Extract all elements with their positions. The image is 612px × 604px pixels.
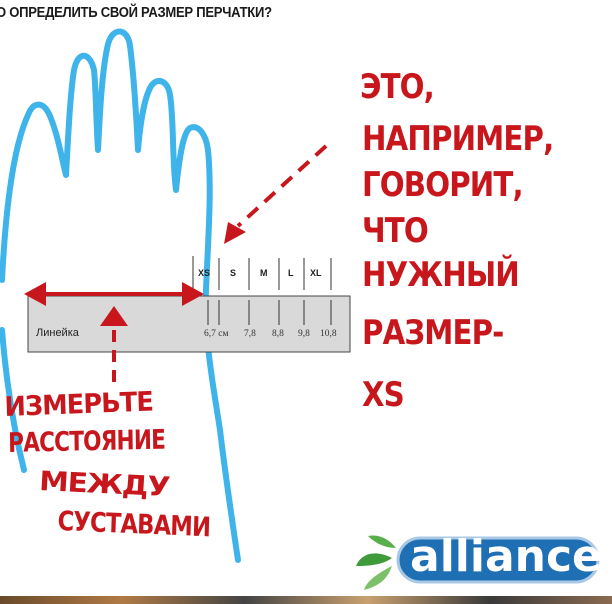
- measure-s: 7,8: [244, 329, 256, 339]
- size-label-l: L: [288, 268, 294, 278]
- ruler-body: [27, 295, 351, 353]
- logo-leaves-icon: [356, 535, 396, 590]
- logo-text: alliance: [410, 531, 602, 582]
- up-arrow: [100, 306, 128, 390]
- page-title: О ОПРЕДЕЛИТЬ СВОЙ РАЗМЕР ПЕРЧАТКИ?: [0, 5, 272, 21]
- measure-arrow: [24, 282, 204, 306]
- left-note-line-4: СУСТАВАМИ: [57, 506, 211, 544]
- left-note-line-3: МЕЖДУ: [38, 466, 170, 504]
- bottom-photo-strip: [0, 596, 612, 604]
- measure-xs: 6,7 см: [204, 329, 229, 339]
- right-note-line-2: НАПРИМЕР,: [362, 119, 554, 159]
- measure-l: 9,8: [298, 329, 310, 339]
- size-label-xs: XS: [198, 268, 211, 278]
- size-label-xl: XL: [310, 268, 322, 278]
- right-note-line-3: ГОВОРИТ,: [362, 165, 524, 205]
- hand-outline: [0, 28, 241, 563]
- ruler-label: Линейка: [36, 327, 79, 339]
- size-label-s: S: [230, 268, 237, 278]
- left-note-line-1: ИЗМЕРЬТЕ: [3, 386, 154, 423]
- measure-xl: 10,8: [320, 329, 337, 339]
- left-note-line-2: РАССТОЯНИЕ: [7, 424, 166, 459]
- right-note-line-4: ЧТО: [362, 211, 429, 251]
- size-scale: [218, 258, 332, 290]
- right-note-line-6: РАЗМЕР-: [362, 313, 504, 353]
- right-note-line-1: ЭТО,: [360, 67, 435, 107]
- right-note-line-7: XS: [362, 375, 405, 415]
- pointer-arrow: [224, 144, 328, 244]
- size-label-m: M: [260, 268, 268, 278]
- measure-m: 8,8: [272, 329, 284, 339]
- hand-outline-left: [0, 327, 27, 473]
- alliance-logo: alliance: [380, 531, 602, 583]
- logo-pill: [396, 536, 600, 584]
- right-note-line-5: НУЖНЫЙ: [362, 255, 520, 295]
- ruler-ticks: [207, 300, 332, 325]
